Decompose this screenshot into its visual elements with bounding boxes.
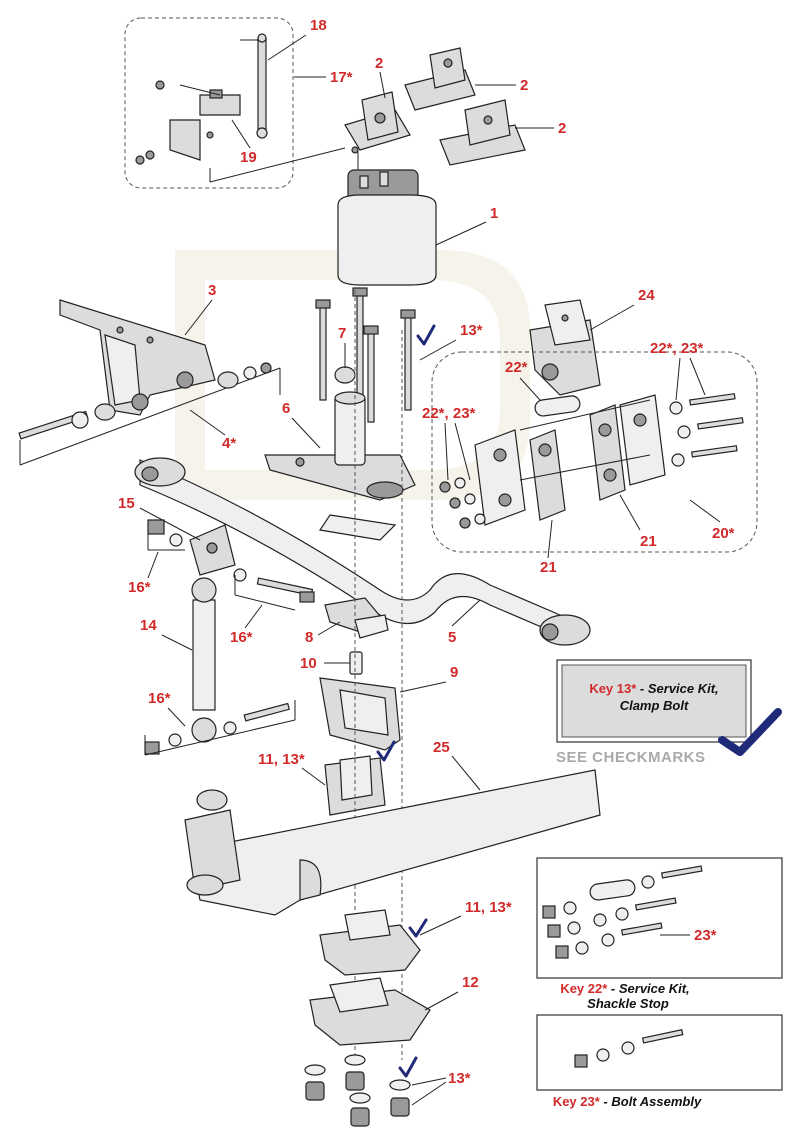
valve-bracket xyxy=(169,119,201,161)
legend-23-line1: Bolt Assembly xyxy=(611,1094,702,1109)
shackle-kit xyxy=(431,351,758,553)
shim-plate xyxy=(318,514,397,541)
rear-shackle-bracket xyxy=(529,299,601,396)
callout-22: 22* xyxy=(505,359,528,376)
legend-22-line2: Shackle Stop xyxy=(587,996,669,1011)
legend-23-key: Key 23* xyxy=(553,1094,601,1109)
checkmark-icon xyxy=(408,918,428,938)
height-valve-kit xyxy=(124,17,294,189)
legend-13-line1: Service Kit, xyxy=(648,681,719,696)
callout-11-13-upper: 11, 13* xyxy=(258,751,305,768)
callout-2-top: 2 xyxy=(520,77,528,94)
callout-15: 15 xyxy=(118,495,135,512)
callout-20: 20* xyxy=(712,525,735,542)
kit-17-dashed-border xyxy=(124,17,294,189)
clamp-nuts-and-washers xyxy=(304,1054,411,1127)
callout-23-kit: 23* xyxy=(694,927,717,944)
svg-text:Key 13* - Service Kit,: Key 13* - Service Kit, xyxy=(589,681,718,696)
callout-18: 18 xyxy=(310,17,327,34)
legend-22-key: Key 22* xyxy=(560,981,608,996)
callout-13-clamp: 13* xyxy=(460,322,483,339)
callout-5: 5 xyxy=(448,629,456,646)
callout-13-nuts: 13* xyxy=(448,1070,471,1087)
center-pin xyxy=(349,651,363,675)
leaf-spring xyxy=(134,457,591,646)
callout-22-23-left: 22*, 23* xyxy=(422,405,476,422)
legend-13-key: Key 13* xyxy=(589,681,637,696)
checkmark-icon xyxy=(376,740,396,762)
callout-3: 3 xyxy=(208,282,216,299)
callout-7: 7 xyxy=(338,325,346,342)
callout-19: 19 xyxy=(240,149,257,166)
front-hanger xyxy=(59,299,216,416)
air-spring xyxy=(337,150,437,286)
callout-24: 24 xyxy=(638,287,655,304)
callout-21-right: 21 xyxy=(640,533,657,550)
callout-10: 10 xyxy=(300,655,317,672)
callout-2-lower: 2 xyxy=(558,120,566,137)
callout-11-13-lower: 11, 13* xyxy=(465,899,512,916)
legend-13-line2: Clamp Bolt xyxy=(620,698,689,713)
u-bolts xyxy=(315,287,416,423)
axle-clamp-block-lower xyxy=(319,909,421,976)
callout-16-top: 16* xyxy=(128,579,151,596)
legend-23-frame xyxy=(536,1014,783,1091)
bump-stop xyxy=(334,366,356,384)
callout-2-upper: 2 xyxy=(375,55,383,72)
linkage-rod xyxy=(257,37,267,134)
frame-bracket-lower xyxy=(439,99,526,166)
legend-22-frame xyxy=(536,857,783,979)
legend-key-22 xyxy=(536,857,783,979)
spring-seat xyxy=(264,391,416,501)
frame-bracket-top xyxy=(404,47,476,111)
callout-17: 17* xyxy=(330,69,353,86)
hanger-bolt-kit xyxy=(18,362,281,466)
legend-22-line1: Service Kit, xyxy=(619,981,690,996)
shackle-side-plate xyxy=(474,429,526,526)
svg-text:Key 23* - Bolt Assembly: Key 23* - Bolt Assembly xyxy=(553,1094,702,1109)
spring-plate xyxy=(309,977,431,1046)
svg-text:Key 22* - Service Kit,: Key 22* - Service Kit, xyxy=(560,981,689,996)
callout-9: 9 xyxy=(450,664,458,681)
axle-clamp-block-upper xyxy=(324,755,386,816)
callout-12: 12 xyxy=(462,974,479,991)
callout-8: 8 xyxy=(305,629,313,646)
callout-16-middle: 16* xyxy=(230,629,253,646)
legend-key-23 xyxy=(536,1014,783,1091)
callout-21-left: 21 xyxy=(540,559,557,576)
checkmark-icon xyxy=(718,708,782,756)
legend-key-13: Key 13* - Service Kit, Clamp Bolt SEE CH… xyxy=(556,659,782,766)
shock-absorber xyxy=(192,599,216,711)
checkmark-icon xyxy=(416,324,436,346)
see-checkmarks-label: SEE CHECKMARKS xyxy=(556,749,706,766)
upper-mount-bracket xyxy=(344,91,411,154)
callout-16-bottom: 16* xyxy=(148,690,171,707)
kit-20-dashed-border xyxy=(431,351,758,553)
front-axle-beam xyxy=(184,769,601,916)
callout-25: 25 xyxy=(433,739,450,756)
shackle-stop xyxy=(534,395,581,417)
callout-6: 6 xyxy=(282,400,290,417)
height-control-valve xyxy=(199,94,241,116)
callout-22-23-right: 22*, 23* xyxy=(650,340,704,357)
callout-4: 4* xyxy=(222,435,236,452)
callout-14: 14 xyxy=(140,617,157,634)
shock-absorber-group xyxy=(144,519,315,756)
spring-clamp-block xyxy=(319,677,401,751)
checkmark-icon xyxy=(398,1056,418,1078)
callout-1: 1 xyxy=(490,205,498,222)
